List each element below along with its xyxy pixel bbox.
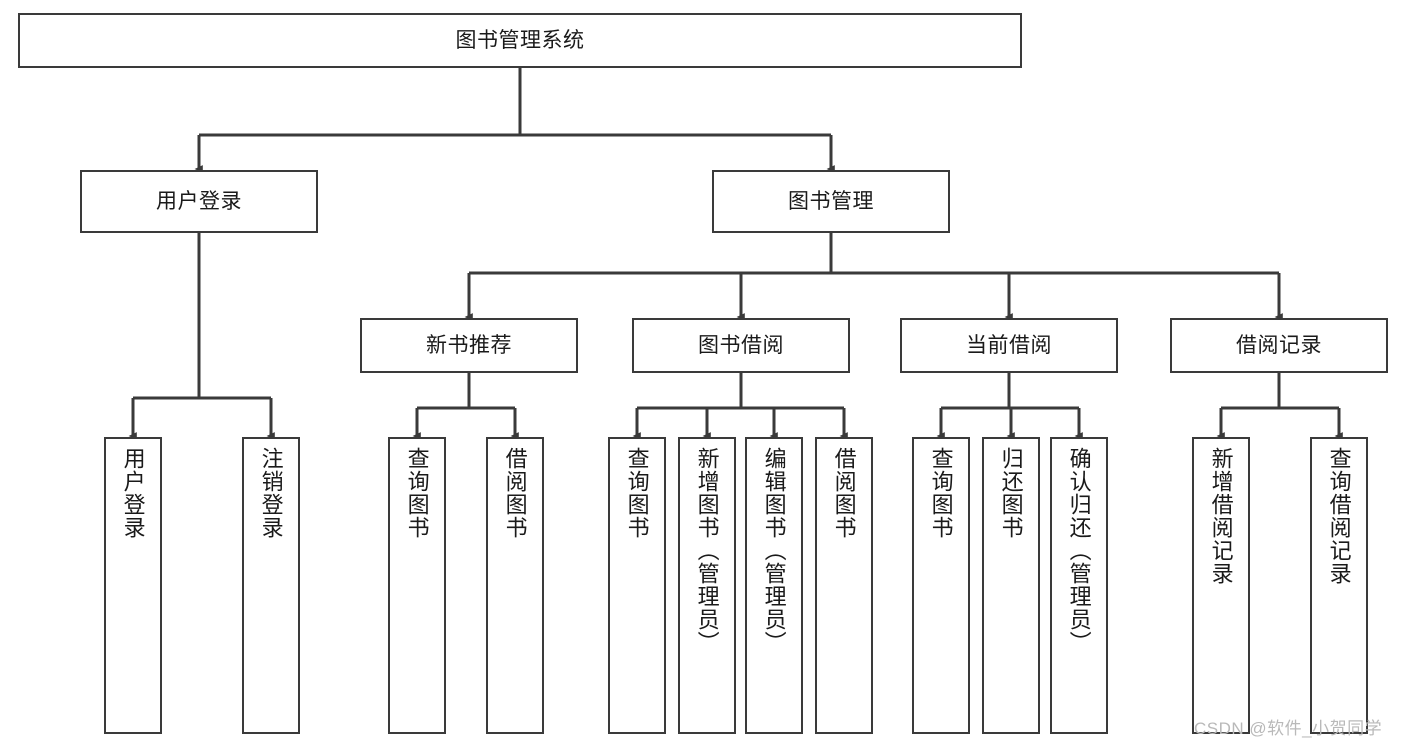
node-user-login-label: 用户登录 xyxy=(156,189,242,213)
node-leaf-query-book-recommend-label: 查询图书 xyxy=(404,447,430,539)
node-leaf-logout-login-label: 注销登录 xyxy=(258,447,284,539)
node-new-book-recommend-label: 新书推荐 xyxy=(426,333,512,357)
node-book-manage[interactable]: 图书管理 xyxy=(712,170,950,233)
node-leaf-edit-book-admin-label: 编辑图书（管理员） xyxy=(761,447,787,654)
node-book-borrow-label: 图书借阅 xyxy=(698,333,784,357)
node-leaf-return-book[interactable]: 归还图书 xyxy=(982,437,1040,734)
node-leaf-logout-login[interactable]: 注销登录 xyxy=(242,437,300,734)
node-borrow-record-label: 借阅记录 xyxy=(1236,333,1322,357)
node-leaf-user-login-label: 用户登录 xyxy=(120,447,146,539)
node-new-book-recommend[interactable]: 新书推荐 xyxy=(360,318,578,373)
node-leaf-borrow-book[interactable]: 借阅图书 xyxy=(815,437,873,734)
node-leaf-borrow-book-label: 借阅图书 xyxy=(831,447,857,539)
node-root[interactable]: 图书管理系统 xyxy=(18,13,1022,68)
node-user-login[interactable]: 用户登录 xyxy=(80,170,318,233)
node-leaf-add-book-admin[interactable]: 新增图书（管理员） xyxy=(678,437,736,734)
node-leaf-add-borrow-record-label: 新增借阅记录 xyxy=(1208,447,1234,585)
node-borrow-record[interactable]: 借阅记录 xyxy=(1170,318,1388,373)
node-leaf-query-book-borrow-label: 查询图书 xyxy=(624,447,650,539)
node-leaf-add-borrow-record[interactable]: 新增借阅记录 xyxy=(1192,437,1250,734)
watermark: CSDN @软件_小贺同学 xyxy=(1194,719,1383,738)
node-leaf-user-login[interactable]: 用户登录 xyxy=(104,437,162,734)
node-leaf-confirm-return-admin-label: 确认归还（管理员） xyxy=(1066,447,1092,654)
node-leaf-borrow-book-recommend-label: 借阅图书 xyxy=(502,447,528,539)
node-book-borrow[interactable]: 图书借阅 xyxy=(632,318,850,373)
node-leaf-borrow-book-recommend[interactable]: 借阅图书 xyxy=(486,437,544,734)
node-leaf-edit-book-admin[interactable]: 编辑图书（管理员） xyxy=(745,437,803,734)
node-leaf-add-book-admin-label: 新增图书（管理员） xyxy=(694,447,720,654)
node-leaf-query-book-borrow[interactable]: 查询图书 xyxy=(608,437,666,734)
node-leaf-query-borrow-record-label: 查询借阅记录 xyxy=(1326,447,1352,585)
node-leaf-query-borrow-record[interactable]: 查询借阅记录 xyxy=(1310,437,1368,734)
node-leaf-return-book-label: 归还图书 xyxy=(998,447,1024,539)
node-leaf-query-book-current-label: 查询图书 xyxy=(928,447,954,539)
node-leaf-query-book-current[interactable]: 查询图书 xyxy=(912,437,970,734)
node-book-manage-label: 图书管理 xyxy=(788,189,874,213)
node-leaf-confirm-return-admin[interactable]: 确认归还（管理员） xyxy=(1050,437,1108,734)
node-current-borrow[interactable]: 当前借阅 xyxy=(900,318,1118,373)
node-root-label: 图书管理系统 xyxy=(455,28,585,52)
node-leaf-query-book-recommend[interactable]: 查询图书 xyxy=(388,437,446,734)
node-current-borrow-label: 当前借阅 xyxy=(966,333,1052,357)
